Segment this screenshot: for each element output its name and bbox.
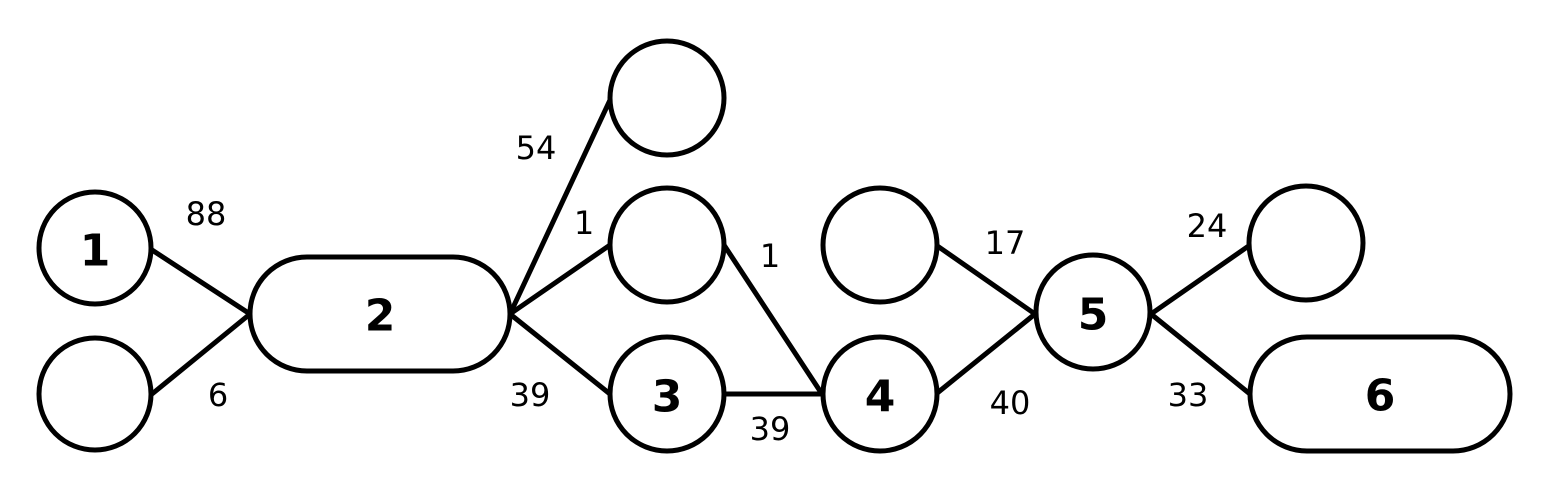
node-3: 3 [607,334,727,454]
node-top-circle [607,38,727,158]
node-4-circle [820,334,940,454]
node-6-rect [1247,334,1513,454]
node-4: 4 [820,334,940,454]
node-4-label: 4 [865,372,896,423]
node-5-circle [1033,252,1153,372]
node-c5a [1246,183,1366,303]
edge-mid-4-weight: 1 [760,237,780,275]
node-top [607,38,727,158]
node-1-label: 1 [80,226,111,277]
node-5: 5 [1033,252,1153,372]
edge-5-6 [1148,311,1253,397]
edge-2-top-weight: 54 [516,129,557,167]
edge-labels: 88 6 54 1 39 1 39 17 40 24 33 [186,129,1228,448]
node-mid [607,185,727,305]
edge-2-mid-weight: 1 [574,204,594,242]
node-6: 6 [1247,334,1513,454]
node-2: 2 [247,254,513,374]
edge-c4a-5-weight: 17 [985,224,1026,262]
node-3-label: 3 [652,372,683,423]
edge-1-2 [149,247,253,317]
edge-c4a-5 [933,242,1038,317]
node-1: 1 [36,189,154,307]
node-2-label: 2 [365,291,396,342]
nodes: 1 2 3 4 5 [36,38,1513,454]
edge-3-4-weight: 39 [750,410,791,448]
edge-1b-2-weight: 6 [208,376,228,414]
edges [149,97,1253,397]
node-1b-circle [36,335,154,453]
node-mid-circle [607,185,727,305]
edge-4-5 [933,311,1038,397]
node-c4a-circle [820,185,940,305]
edge-mid-4 [721,242,825,397]
node-1-circle [36,189,154,307]
node-2-rect [247,254,513,374]
edge-5-6-weight: 33 [1168,376,1209,414]
edge-2-mid [507,242,613,317]
node-1b [36,335,154,453]
node-c5a-circle [1246,183,1366,303]
edge-1-2-weight: 88 [186,195,227,233]
edge-5-c5a [1148,242,1253,317]
edge-2-3 [507,311,613,397]
edge-2-top [507,97,613,317]
edge-2-3-weight: 39 [510,376,551,414]
edge-5-c5a-weight: 24 [1187,207,1228,245]
edge-1b-2 [149,311,253,397]
node-c4a [820,185,940,305]
node-3-circle [607,334,727,454]
edge-4-5-weight: 40 [990,384,1031,422]
node-5-label: 5 [1078,290,1109,341]
node-6-label: 6 [1365,371,1396,422]
